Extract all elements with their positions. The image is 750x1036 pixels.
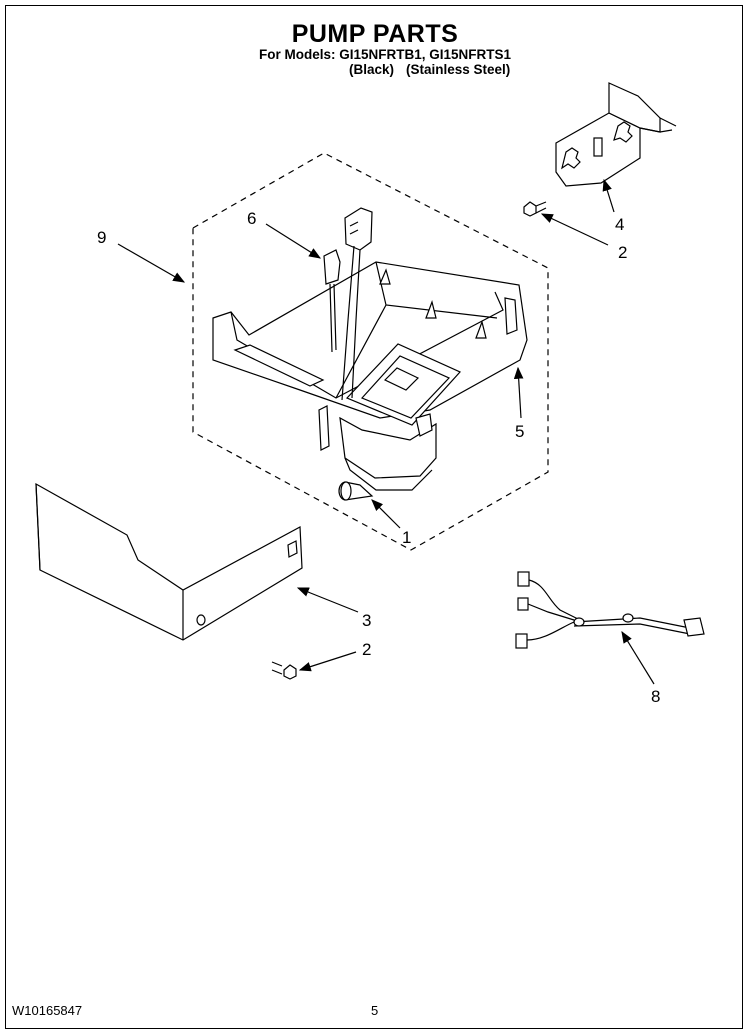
assembly-group-outline [192, 152, 549, 551]
document-number: W10165847 [12, 1003, 83, 1018]
wire-harness-lower [515, 571, 705, 649]
wire-harness-upper [323, 207, 373, 401]
callout-9: 9 [97, 228, 106, 247]
leader-8 [621, 630, 655, 685]
page-border [5, 5, 743, 1029]
callout-2-lower: 2 [362, 640, 371, 659]
callout-4: 4 [615, 215, 624, 234]
models-line: For Models: GI15NFRTB1, GI15NFRTS1 [259, 47, 512, 62]
finish-stainless-label: (Stainless Steel) [406, 62, 511, 77]
pump-body [318, 405, 437, 501]
leader-6 [265, 223, 322, 259]
leader-2b [298, 651, 357, 672]
leader-5 [513, 366, 524, 419]
mounting-bracket [555, 82, 677, 187]
callout-8: 8 [651, 687, 660, 706]
callout-1: 1 [402, 528, 411, 547]
pump-cover [35, 482, 303, 641]
leader-4 [602, 178, 615, 213]
pump-tray [212, 261, 528, 426]
leader-3 [296, 587, 359, 613]
callout-2-upper: 2 [618, 243, 627, 262]
page-number: 5 [371, 1003, 379, 1018]
finish-black-label: (Black) [349, 62, 395, 77]
callout-5: 5 [515, 422, 524, 441]
screw-upper [523, 201, 547, 217]
leader-1 [371, 499, 401, 529]
leader-9 [117, 243, 186, 283]
callout-3: 3 [362, 611, 371, 630]
callout-6: 6 [247, 209, 256, 228]
screw-lower [271, 661, 297, 680]
leader-2a [540, 213, 609, 246]
page-title: PUMP PARTS [291, 20, 459, 48]
